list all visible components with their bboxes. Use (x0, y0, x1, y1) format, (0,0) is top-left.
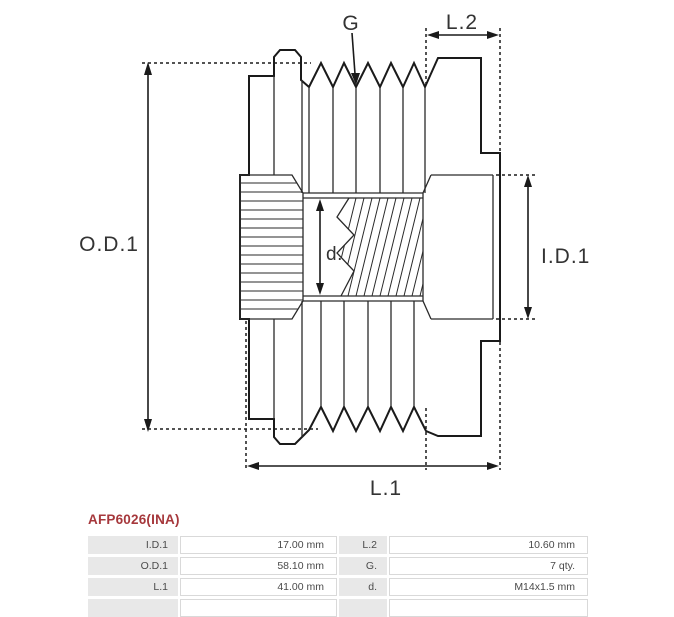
knurled-hub (239, 174, 304, 320)
spec-value: M14x1.5 mm (389, 578, 588, 596)
spec-label: L.1 (88, 578, 178, 596)
groove-section-lines (273, 76, 426, 437)
spec-value: 41.00 mm (180, 578, 337, 596)
dimension-l1: L.1 (245, 321, 499, 500)
inner-race-collar (422, 174, 494, 320)
spec-label: d. (339, 578, 387, 596)
od1-label: O.D.1 (79, 233, 139, 256)
spec-value: 58.10 mm (180, 557, 337, 575)
callout-groove-count: G (342, 12, 360, 85)
spec-label: L.2 (339, 536, 387, 554)
thread-section (336, 197, 423, 297)
spec-label: O.D.1 (88, 557, 178, 575)
spec-row-partial-cell (389, 599, 588, 617)
part-number-title: AFP6026(INA) (88, 512, 180, 527)
spec-table: I.D.1 17.00 mm L.2 10.60 mm O.D.1 58.10 … (88, 536, 588, 617)
l1-label: L.1 (370, 477, 402, 500)
spec-label: G. (339, 557, 387, 575)
product-spec-screen: O.D.1 I.D.1 L.2 L.1 (79, 11, 590, 617)
d-label: d. (326, 244, 343, 265)
g-label: G (342, 12, 359, 35)
pulley-outline (239, 49, 501, 445)
spec-row-partial-cell (88, 599, 178, 617)
spec-value: 7 qty. (389, 557, 588, 575)
id1-label: I.D.1 (541, 245, 590, 268)
pulley-technical-drawing: O.D.1 I.D.1 L.2 L.1 (79, 11, 590, 500)
spec-row-partial-cell (339, 599, 387, 617)
spec-row-partial-cell (180, 599, 337, 617)
spec-label: I.D.1 (88, 536, 178, 554)
dimension-l2: L.2 (425, 11, 501, 470)
spec-value: 17.00 mm (180, 536, 337, 554)
l2-label: L.2 (446, 11, 478, 34)
dimension-od1: O.D.1 (79, 62, 318, 432)
dimension-id1: I.D.1 (496, 174, 590, 320)
dimension-bore: d. (316, 199, 343, 295)
spec-value: 10.60 mm (389, 536, 588, 554)
